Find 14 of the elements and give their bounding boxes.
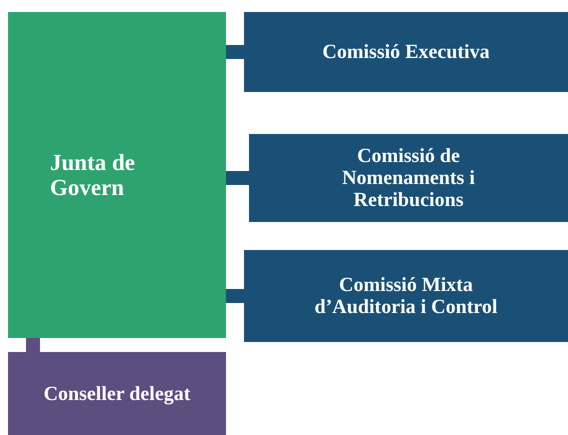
- committee-box: [244, 12, 568, 92]
- connector: [226, 289, 244, 303]
- box-label: Junta de Govern: [50, 150, 136, 200]
- box-label: Comissió Mixta d’Auditoria i Control: [314, 274, 498, 318]
- box-label: Comissió de Nomenaments i Retribucions: [341, 145, 476, 211]
- committee-box: [244, 250, 568, 342]
- connector: [26, 338, 40, 352]
- connector: [226, 45, 244, 59]
- committee-box: [249, 134, 568, 222]
- board-box: [8, 12, 226, 338]
- delegate-box: [8, 352, 226, 435]
- connector: [226, 171, 249, 185]
- box-label: Comissió Executiva: [322, 41, 490, 63]
- box-label: Conseller delegat: [44, 382, 190, 404]
